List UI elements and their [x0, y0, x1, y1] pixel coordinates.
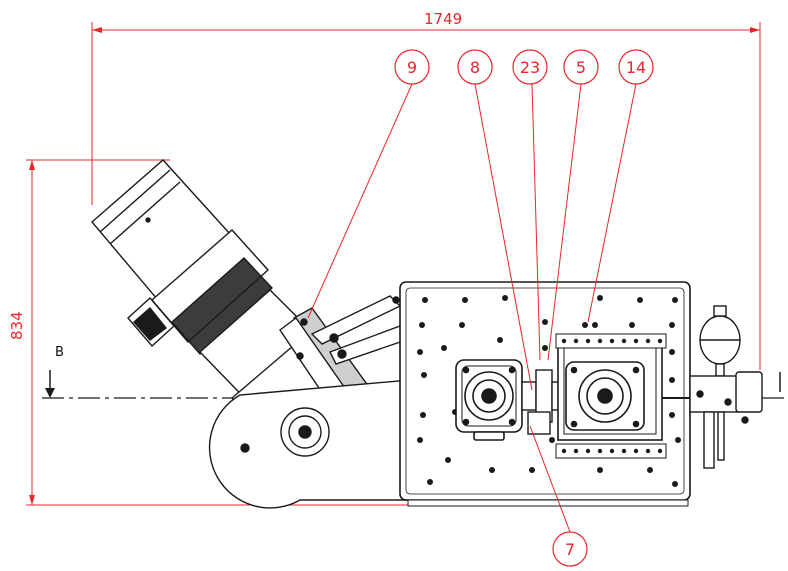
dimension-width-label: 1749 [424, 10, 462, 28]
section-label-b: B [55, 345, 64, 360]
dimension-height-label: 834 [8, 311, 26, 340]
motor-assembly [91, 159, 411, 509]
callout-5: 5 [563, 49, 599, 85]
callout-9-label: 9 [407, 58, 417, 77]
callout-7: 7 [552, 531, 588, 567]
left-bearing [455, 359, 523, 441]
callout-leaders [307, 83, 637, 533]
right-bearing [557, 337, 663, 441]
callout-14: 14 [618, 49, 654, 85]
coupling [521, 369, 565, 435]
callout-7-label: 7 [565, 540, 575, 559]
callout-14-label: 14 [626, 58, 646, 77]
housing-holes [417, 295, 681, 487]
callout-8-label: 8 [470, 58, 480, 77]
callout-5-label: 5 [576, 58, 586, 77]
dimension-lines [26, 22, 761, 506]
callout-23-label: 23 [520, 58, 540, 77]
callout-9: 9 [394, 49, 430, 85]
bolt-dots [561, 322, 663, 454]
accumulator-assembly [662, 305, 763, 469]
callout-23: 23 [512, 49, 548, 85]
callout-8: 8 [457, 49, 493, 85]
